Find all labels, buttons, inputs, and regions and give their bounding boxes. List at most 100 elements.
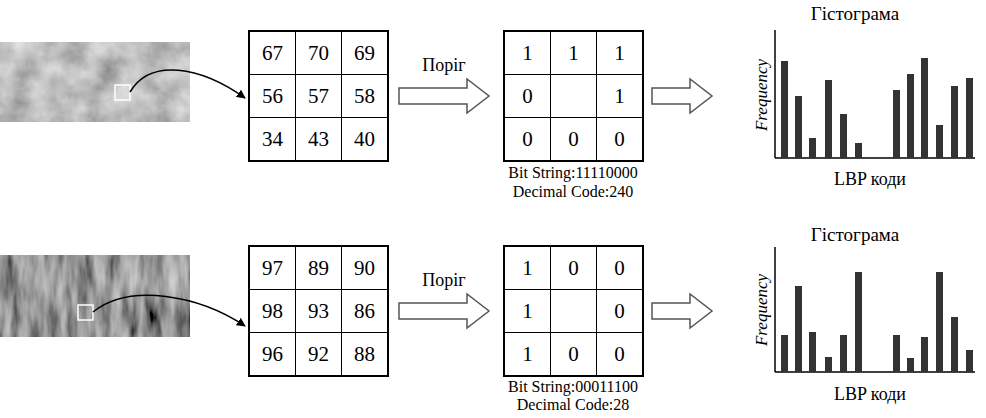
pixel-value: 69 <box>354 43 375 64</box>
grid-cell: 0 <box>597 247 642 289</box>
histogram-bar <box>795 286 802 372</box>
histogram-bar <box>936 125 943 158</box>
grid-cell: 97 <box>250 247 295 289</box>
bit-value: 1 <box>522 258 533 279</box>
bit-value: 0 <box>568 258 579 279</box>
block-arrow <box>652 79 712 113</box>
grid-cell: 1 <box>505 333 550 375</box>
histogram-panel: ГістограмаFrequencyLBP коди <box>712 222 984 416</box>
histogram-bar <box>921 58 928 158</box>
pixel-grid: 97 89 90 989386 96 92 88 <box>248 245 389 377</box>
bit-value: 1 <box>522 344 533 365</box>
bit-value: 0 <box>522 129 533 150</box>
histogram-bar <box>809 138 816 158</box>
bit-value: 0 <box>614 258 625 279</box>
bit-value: 1 <box>614 86 625 107</box>
y-axis <box>774 247 776 372</box>
bit-string: Bit String:11110000 <box>508 164 637 182</box>
grid-cell: 90 <box>342 247 387 289</box>
grid-cell: 1 <box>551 32 596 74</box>
grid-cell: 1 <box>505 247 550 289</box>
grid-cell: 69 <box>342 32 387 74</box>
axis-label: Frequency <box>753 59 772 131</box>
grid-cell: 93 <box>296 290 341 332</box>
histogram-panel: ГістограмаFrequencyLBP коди <box>712 2 984 196</box>
block-arrow <box>652 294 712 328</box>
decimal-code: Decimal Code:240 <box>513 183 633 201</box>
center-cell <box>551 290 596 332</box>
axis-label: LBP коди <box>834 170 906 190</box>
histogram-bar <box>921 337 928 372</box>
histogram-bar <box>855 143 862 158</box>
grid-cell: 0 <box>505 75 550 117</box>
grid-cell: 0 <box>505 118 550 160</box>
pixel-value: 90 <box>354 258 375 279</box>
pixel-value: 92 <box>308 344 329 365</box>
edge-label: Поріг <box>420 271 467 291</box>
bit-value: 1 <box>568 43 579 64</box>
histogram-bar <box>893 90 900 158</box>
x-axis <box>775 371 975 373</box>
decimal-code: Decimal Code:28 <box>517 396 629 414</box>
histogram-bar <box>781 335 788 372</box>
pixel-value: 43 <box>308 129 329 150</box>
histogram-bar <box>907 358 914 372</box>
pixel-value: 89 <box>308 258 329 279</box>
zoom-arrow <box>130 70 245 98</box>
grid-cell: 43 <box>296 118 341 160</box>
pixel-value: 57 <box>308 86 329 107</box>
pixel-value: 56 <box>262 86 283 107</box>
grid-cell: 98 <box>250 290 295 332</box>
pixel-value: 34 <box>262 129 283 150</box>
grid-cell: 1 <box>505 290 550 332</box>
grid-cell: 1 <box>505 32 550 74</box>
binary-grid: 11101000 <box>503 30 644 162</box>
pixel-value: 58 <box>354 86 375 107</box>
grid-cell: 96 <box>250 333 295 375</box>
sample-window <box>78 305 93 320</box>
pixel-value: 40 <box>354 129 375 150</box>
grid-cell: 0 <box>597 290 642 332</box>
x-axis <box>775 157 975 159</box>
grid-cell: 56 <box>250 75 295 117</box>
histogram-bar <box>907 74 914 158</box>
bit-value: 1 <box>522 43 533 64</box>
histogram-bar <box>893 335 900 372</box>
grid-cell: 89 <box>296 247 341 289</box>
grid-cell: 67 <box>250 32 295 74</box>
axis-label: LBP коди <box>834 385 906 405</box>
grid-cell: 88 <box>342 333 387 375</box>
grid-cell: 57 <box>296 75 341 117</box>
edge-label: Поріг <box>420 56 467 76</box>
histogram-bar <box>795 96 802 158</box>
grid-cell: 40 <box>342 118 387 160</box>
y-axis <box>774 30 776 158</box>
grid-cell: 0 <box>551 118 596 160</box>
grid-cell: 58 <box>342 75 387 117</box>
histogram-bar <box>840 114 847 158</box>
bit-string: Bit String:00011100 <box>508 378 638 396</box>
grid-cell: 1 <box>597 75 642 117</box>
pixel-value: 88 <box>354 344 375 365</box>
histogram-title: Гістограма <box>811 225 899 246</box>
bit-value: 1 <box>522 301 533 322</box>
grid-cell: 86 <box>342 290 387 332</box>
pixel-value: 96 <box>262 344 283 365</box>
bit-value: 0 <box>568 344 579 365</box>
binary-grid: 10010100 <box>503 245 644 377</box>
histogram-bar <box>936 272 943 372</box>
grid-cell: 0 <box>597 118 642 160</box>
histogram-bar <box>855 272 862 372</box>
pixel-grid: 677069565758344340 <box>248 30 389 162</box>
grid-cell: 0 <box>597 333 642 375</box>
axis-label: Frequency <box>753 274 772 346</box>
texture-image <box>0 42 190 122</box>
histogram-bar <box>825 357 832 372</box>
histogram-bar <box>951 86 958 158</box>
block-arrow <box>399 79 489 113</box>
histogram-bar <box>825 80 832 158</box>
bit-value: 0 <box>614 301 625 322</box>
